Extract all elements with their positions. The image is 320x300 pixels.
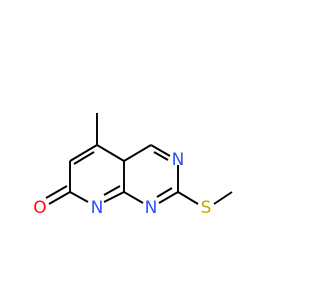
bond-c4-n3 — [150, 144, 171, 157]
bond-c2-s — [177, 191, 199, 205]
atom-label-nitrogen-3: N — [172, 150, 185, 170]
bond-c4-n3-inner — [153, 151, 169, 161]
bond-c5-c6 — [69, 144, 98, 162]
bond-c4a-c4 — [123, 144, 152, 162]
bond-c7-o — [48, 191, 71, 205]
atom-label-nitrogen-8: N — [91, 198, 104, 218]
bond-c7-n8 — [69, 191, 89, 203]
bond-n8-c8a — [103, 191, 125, 203]
atom-label-nitrogen-1: N — [145, 198, 158, 218]
bond-c2-n1-inner — [156, 187, 173, 198]
molecule-structure-diagram: O N N N S — [33, 113, 233, 218]
bond-c5-c4a — [96, 144, 125, 162]
atom-label-sulfur: S — [201, 198, 212, 218]
atom-label-oxygen: O — [33, 198, 46, 218]
bond-c7-o-second — [45, 185, 68, 199]
bond-n8-c8a-inner — [103, 185, 121, 196]
bond-s-methyl — [213, 191, 233, 205]
bond-c2-n1 — [158, 191, 179, 204]
bond-c8a-n1 — [123, 191, 144, 204]
bond-c5-c6-inner — [73, 151, 95, 165]
